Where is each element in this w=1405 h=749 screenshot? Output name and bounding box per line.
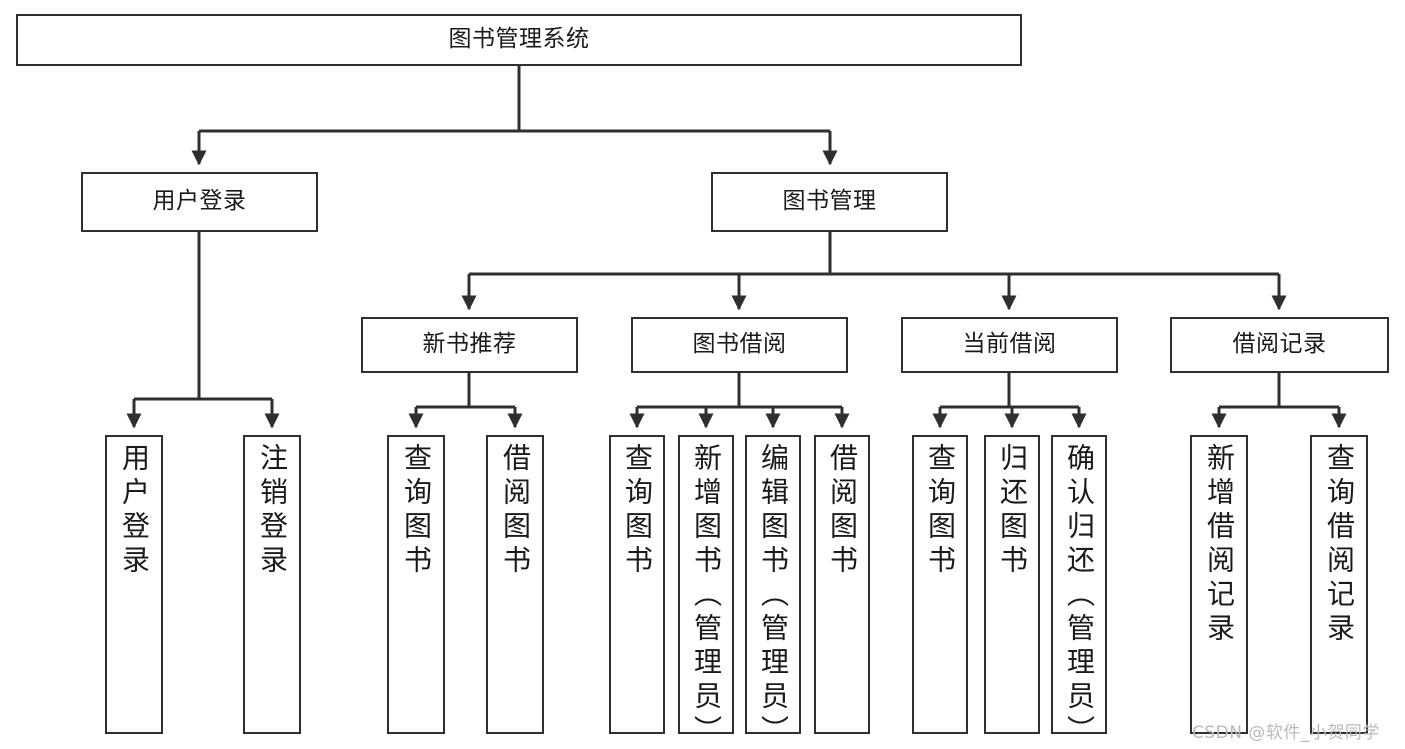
node-leaf-confirm-return-label: 确认归还（管理员） [1063,443,1096,749]
node-leaf-user-login-label: 用户登录 [118,443,151,579]
node-leaf-borrow-book-2-label: 借阅图书 [826,443,859,579]
node-root-label: 图书管理系统 [448,26,590,53]
node-leaf-query-book-1-label: 查询图书 [400,443,433,579]
node-leaf-query-book-3[interactable]: 查询图书 [912,435,968,734]
node-leaf-user-login[interactable]: 用户登录 [105,435,163,734]
node-leaf-query-record-label: 查询借阅记录 [1323,443,1356,647]
node-leaf-query-book-3-label: 查询图书 [924,443,957,579]
node-leaf-borrow-book-1-label: 借阅图书 [499,443,532,579]
node-leaf-query-book-1[interactable]: 查询图书 [387,435,445,734]
node-book-management-label: 图书管理 [782,188,877,215]
node-leaf-edit-book[interactable]: 编辑图书（管理员） [745,435,801,749]
node-leaf-add-book-label: 新增图书（管理员） [690,443,723,749]
node-leaf-return-book-label: 归还图书 [996,443,1029,579]
node-leaf-add-record-label: 新增借阅记录 [1203,443,1236,647]
node-leaf-logout-label: 注销登录 [256,443,289,579]
node-current-borrow-label: 当前借阅 [962,331,1057,358]
node-borrow-record[interactable]: 借阅记录 [1170,317,1389,373]
node-user-login-label: 用户登录 [152,188,247,215]
node-leaf-add-record[interactable]: 新增借阅记录 [1190,435,1248,734]
node-leaf-logout[interactable]: 注销登录 [243,435,301,734]
node-leaf-add-book[interactable]: 新增图书（管理员） [678,435,734,749]
node-leaf-confirm-return[interactable]: 确认归还（管理员） [1051,435,1107,749]
node-new-book-recommend[interactable]: 新书推荐 [361,317,578,373]
node-user-login[interactable]: 用户登录 [81,172,318,232]
node-book-borrow[interactable]: 图书借阅 [631,317,848,373]
node-leaf-query-book-2-label: 查询图书 [621,443,654,579]
node-leaf-query-record[interactable]: 查询借阅记录 [1310,435,1368,734]
node-borrow-record-label: 借阅记录 [1232,331,1327,358]
csdn-watermark: CSDN @软件_小贺同学 [1192,723,1380,743]
node-leaf-edit-book-label: 编辑图书（管理员） [757,443,790,749]
node-leaf-query-book-2[interactable]: 查询图书 [609,435,665,734]
node-book-management[interactable]: 图书管理 [711,172,948,232]
node-leaf-return-book[interactable]: 归还图书 [984,435,1040,734]
node-book-borrow-label: 图书借阅 [692,331,787,358]
node-root[interactable]: 图书管理系统 [16,14,1022,66]
node-new-book-recommend-label: 新书推荐 [422,331,517,358]
node-leaf-borrow-book-2[interactable]: 借阅图书 [814,435,870,734]
node-current-borrow[interactable]: 当前借阅 [901,317,1118,373]
node-leaf-borrow-book-1[interactable]: 借阅图书 [486,435,544,734]
